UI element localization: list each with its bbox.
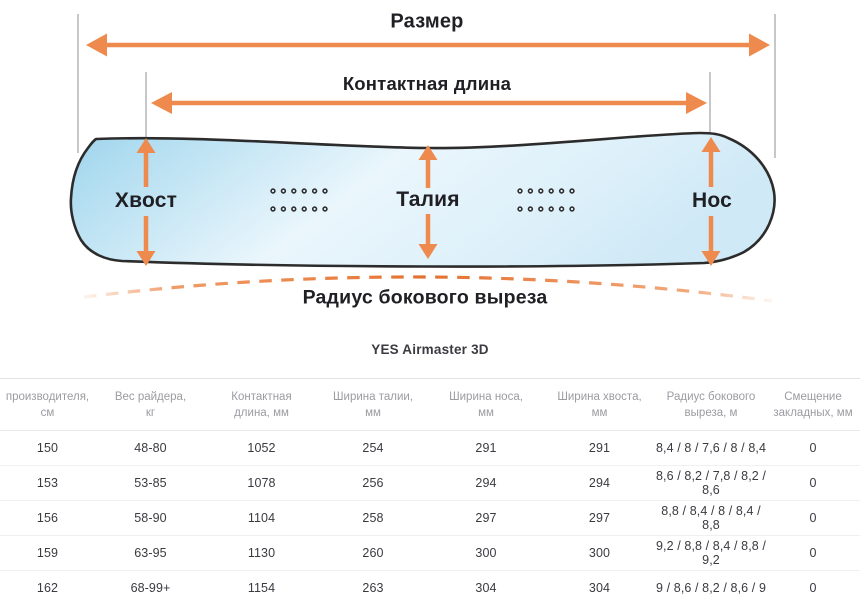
table-cell: 1078 [247, 476, 276, 490]
table-cell: 0 [809, 476, 817, 490]
table-cell: 8,4 / 8 / 7,6 / 8 / 8,4 [656, 441, 767, 455]
table-cell: 258 [362, 511, 384, 525]
table-row: 156 58-90 1104 258 297 297 8,8 / 8,4 / 8… [0, 501, 860, 536]
spec-table: производителя,см Вес райдера,кг Контактн… [0, 378, 860, 600]
table-cell: 153 [36, 476, 59, 490]
nose-label: Нос [692, 189, 732, 212]
table-cell: 1130 [247, 546, 276, 560]
table-cell: 162 [36, 581, 59, 595]
table-cell: 304 [475, 581, 497, 595]
header-manufacturer-size: производителя,см [5, 390, 90, 419]
table-cell: 150 [36, 441, 59, 455]
table-header-row: производителя,см Вес райдера,кг Контактн… [0, 378, 860, 431]
binding-insert-dots-right [517, 188, 575, 212]
table-cell: 294 [475, 476, 497, 490]
table-cell: 53-85 [134, 476, 167, 490]
table-cell: 304 [588, 581, 611, 595]
sidecut-radius-label: Радиус бокового выреза [302, 286, 548, 309]
table-cell: 256 [362, 476, 384, 490]
size-dimension-arrow [86, 33, 770, 57]
table-cell: 297 [475, 511, 497, 525]
sidecut-radius-curve [83, 275, 773, 303]
table-cell: 0 [809, 511, 817, 525]
table-row: 162 68-99+ 1154 263 304 304 9 / 8,6 / 8,… [0, 571, 860, 600]
header-waist-width: Ширина талии,мм [332, 390, 413, 419]
binding-insert-dots-left [270, 188, 328, 212]
header-rider-weight: Вес райдера,кг [114, 390, 187, 419]
board-title: YES Airmaster 3D [371, 342, 489, 357]
table-cell: 68-99+ [130, 581, 171, 595]
table-row: 150 48-80 1052 254 291 291 8,4 / 8 / 7,6… [0, 431, 860, 466]
table-cell: 159 [36, 546, 59, 560]
table-cell: 58-90 [134, 511, 167, 525]
table-cell: 156 [36, 511, 59, 525]
table-cell: 9 / 8,6 / 8,2 / 8,6 / 9 [656, 581, 767, 595]
nose-width-arrow [701, 137, 721, 266]
table-cell: 294 [588, 476, 611, 490]
table-cell: 291 [475, 441, 497, 455]
table-cell: 291 [588, 441, 611, 455]
table-cell: 8,8 / 8,4 / 8 / 8,4 / 8,8 [661, 504, 761, 532]
table-cell: 48-80 [134, 441, 167, 455]
snowboard-shape [69, 131, 776, 268]
table-cell: 1154 [247, 581, 276, 595]
table-cell: 63-95 [134, 546, 167, 560]
size-label: Размер [390, 10, 464, 33]
snowboard-diagram [69, 14, 776, 303]
table-cell: 1052 [247, 441, 276, 455]
table-cell: 260 [362, 546, 384, 560]
table-cell: 9,2 / 8,8 / 8,4 / 8,8 / 9,2 [656, 539, 767, 567]
header-nose-width: Ширина носа,мм [449, 390, 523, 419]
table-cell: 0 [809, 546, 817, 560]
table-cell: 8,6 / 8,2 / 7,8 / 8,2 / 8,6 [656, 469, 767, 497]
contact-length-dimension-arrow [151, 92, 707, 114]
table-cell: 1104 [247, 511, 276, 525]
table-cell: 0 [809, 581, 817, 595]
table-cell: 300 [475, 546, 497, 560]
table-cell: 0 [809, 441, 817, 455]
table-row: 153 53-85 1078 256 294 294 8,6 / 8,2 / 7… [0, 466, 860, 501]
table-cell: 263 [362, 581, 384, 595]
table-cell: 254 [362, 441, 384, 455]
waist-label: Талия [396, 188, 460, 211]
header-tail-width: Ширина хвоста,мм [557, 390, 642, 419]
waist-width-arrow [418, 145, 438, 259]
contact-length-label: Контактная длина [342, 73, 512, 94]
table-cell: 297 [588, 511, 611, 525]
table-row: 159 63-95 1130 260 300 300 9,2 / 8,8 / 8… [0, 536, 860, 571]
tail-width-arrow [136, 138, 156, 266]
table-cell: 300 [588, 546, 611, 560]
tail-label: Хвост [114, 189, 178, 212]
